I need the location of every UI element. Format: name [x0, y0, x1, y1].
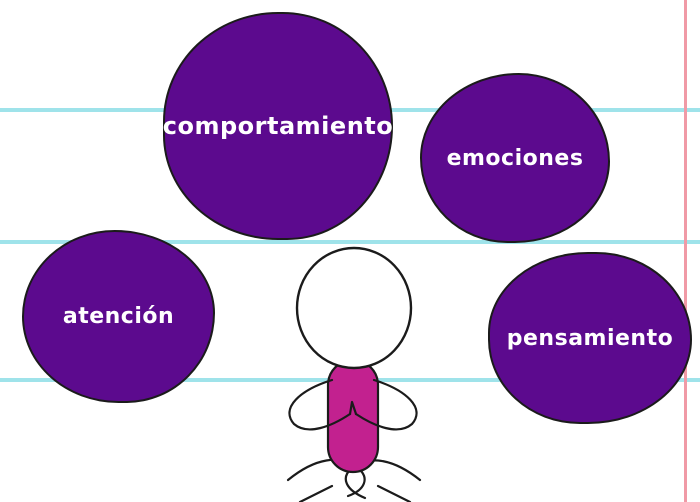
figure-head	[295, 246, 413, 370]
bubble-attention: atención	[22, 230, 215, 403]
bubble-emotions-label: emociones	[446, 145, 584, 171]
figure-left-arm	[288, 378, 352, 431]
bubble-emotions: emociones	[420, 73, 610, 243]
bubble-behavior: comportamiento	[163, 12, 393, 240]
paper-margin-line	[684, 0, 687, 502]
figure-right-arm	[354, 378, 418, 431]
bubble-thinking-label: pensamiento	[506, 325, 674, 351]
meditating-figure	[286, 246, 422, 502]
paper-rule-line	[0, 240, 700, 244]
bubble-thinking: pensamiento	[488, 252, 692, 424]
bubble-behavior-label: comportamiento	[162, 112, 394, 140]
bubble-attention-label: atención	[62, 304, 175, 329]
figure-torso	[326, 358, 380, 474]
